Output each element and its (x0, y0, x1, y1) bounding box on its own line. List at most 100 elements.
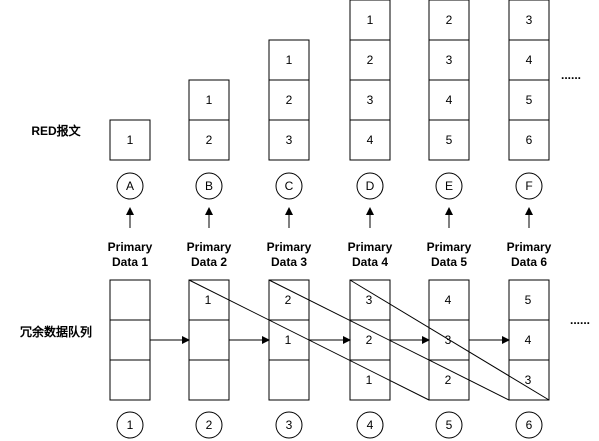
propagation-diagonal (268, 279, 510, 401)
red-packet-cell (268, 39, 310, 81)
red-packet-value: 3 (286, 133, 293, 147)
queue-cell (109, 279, 151, 321)
queue-cell (109, 359, 151, 401)
red-packet-value: 2 (446, 13, 453, 27)
red-packet-cell (428, 119, 470, 161)
letter-circle (515, 172, 543, 200)
queue-cell (349, 359, 391, 401)
number-label: 2 (206, 418, 213, 432)
primary-label-line2: Data 3 (271, 255, 307, 269)
number-circle (356, 411, 384, 439)
queue-cell (268, 319, 310, 361)
red-packet-value: 1 (127, 133, 134, 147)
red-packet-value: 2 (367, 53, 374, 67)
red-packet-cell (268, 119, 310, 161)
letter-label: D (366, 179, 375, 193)
red-packet-cell (188, 119, 230, 161)
queue-cell (188, 359, 230, 401)
letter-label: B (205, 179, 213, 193)
primary-label-line2: Data 1 (112, 255, 148, 269)
queue-value: 2 (285, 293, 292, 307)
primary-label-line2: Data 2 (191, 255, 227, 269)
queue-cell (349, 319, 391, 361)
red-packet-value: 2 (286, 93, 293, 107)
queue-value: 4 (445, 293, 452, 307)
letter-circle (195, 172, 223, 200)
queue-value: 2 (366, 333, 373, 347)
red-packet-cell (188, 79, 230, 121)
queue-cell (188, 279, 230, 321)
letter-label: A (126, 179, 134, 193)
primary-label-line1: Primary (507, 240, 552, 254)
queue-value: 3 (366, 293, 373, 307)
top-ellipsis: ...... (561, 68, 581, 82)
queue-cell (109, 319, 151, 361)
red-packet-value: 1 (286, 53, 293, 67)
red-packet-value: 1 (367, 13, 374, 27)
red-packet-cell (349, 119, 391, 161)
number-circle (195, 411, 223, 439)
redundant-queue-label: 冗余数据队列 (20, 324, 92, 339)
primary-label-line2: Data 5 (431, 255, 467, 269)
red-packet-value: 3 (446, 53, 453, 67)
red-packet-value: 5 (526, 93, 533, 107)
primary-label-line1: Primary (348, 240, 393, 254)
red-packet-cell (349, 0, 391, 41)
red-packet-cell (428, 79, 470, 121)
primary-label-line1: Primary (427, 240, 472, 254)
red-packet-value: 1 (206, 93, 213, 107)
queue-value: 1 (205, 293, 212, 307)
number-label: 4 (367, 418, 374, 432)
bottom-ellipsis: ...... (570, 313, 590, 327)
number-circle (275, 411, 303, 439)
queue-cell (188, 319, 230, 361)
red-packet-value: 3 (526, 13, 533, 27)
red-packet-cell (508, 119, 550, 161)
letter-label: C (285, 179, 294, 193)
queue-cell (428, 359, 470, 401)
primary-label-line1: Primary (108, 240, 153, 254)
red-packet-value: 4 (526, 53, 533, 67)
queue-value: 2 (445, 373, 452, 387)
primary-label-line1: Primary (267, 240, 312, 254)
queue-value: 5 (525, 293, 532, 307)
red-packet-cell (349, 79, 391, 121)
red-packet-value: 6 (526, 133, 533, 147)
number-circle (116, 411, 144, 439)
letter-circle (435, 172, 463, 200)
red-packet-cell (349, 39, 391, 81)
queue-value: 1 (366, 373, 373, 387)
number-label: 6 (526, 418, 533, 432)
red-packet-cell (508, 0, 550, 41)
red-packet-label: RED报文 (31, 123, 81, 138)
number-label: 5 (446, 418, 453, 432)
letter-circle (116, 172, 144, 200)
number-circle (435, 411, 463, 439)
letter-circle (275, 172, 303, 200)
red-packet-value: 4 (446, 93, 453, 107)
queue-cell (268, 359, 310, 401)
propagation-diagonal (188, 279, 430, 401)
red-packet-cell (109, 119, 151, 161)
red-packet-value: 3 (367, 93, 374, 107)
red-packet-value: 2 (206, 133, 213, 147)
number-label: 1 (127, 418, 134, 432)
queue-cell (428, 279, 470, 321)
red-packet-value: 4 (367, 133, 374, 147)
red-packet-value: 5 (446, 133, 453, 147)
queue-value: 4 (525, 333, 532, 347)
number-circle (515, 411, 543, 439)
propagation-diagonal (349, 279, 550, 401)
red-packet-cell (428, 39, 470, 81)
queue-value: 1 (285, 333, 292, 347)
primary-label-line2: Data 4 (352, 255, 388, 269)
number-label: 3 (286, 418, 293, 432)
primary-label-line1: Primary (187, 240, 232, 254)
queue-cell (508, 279, 550, 321)
letter-label: E (445, 179, 453, 193)
letter-label: F (525, 179, 532, 193)
queue-value: 3 (445, 333, 452, 347)
letter-circle (356, 172, 384, 200)
primary-label-line2: Data 6 (511, 255, 547, 269)
